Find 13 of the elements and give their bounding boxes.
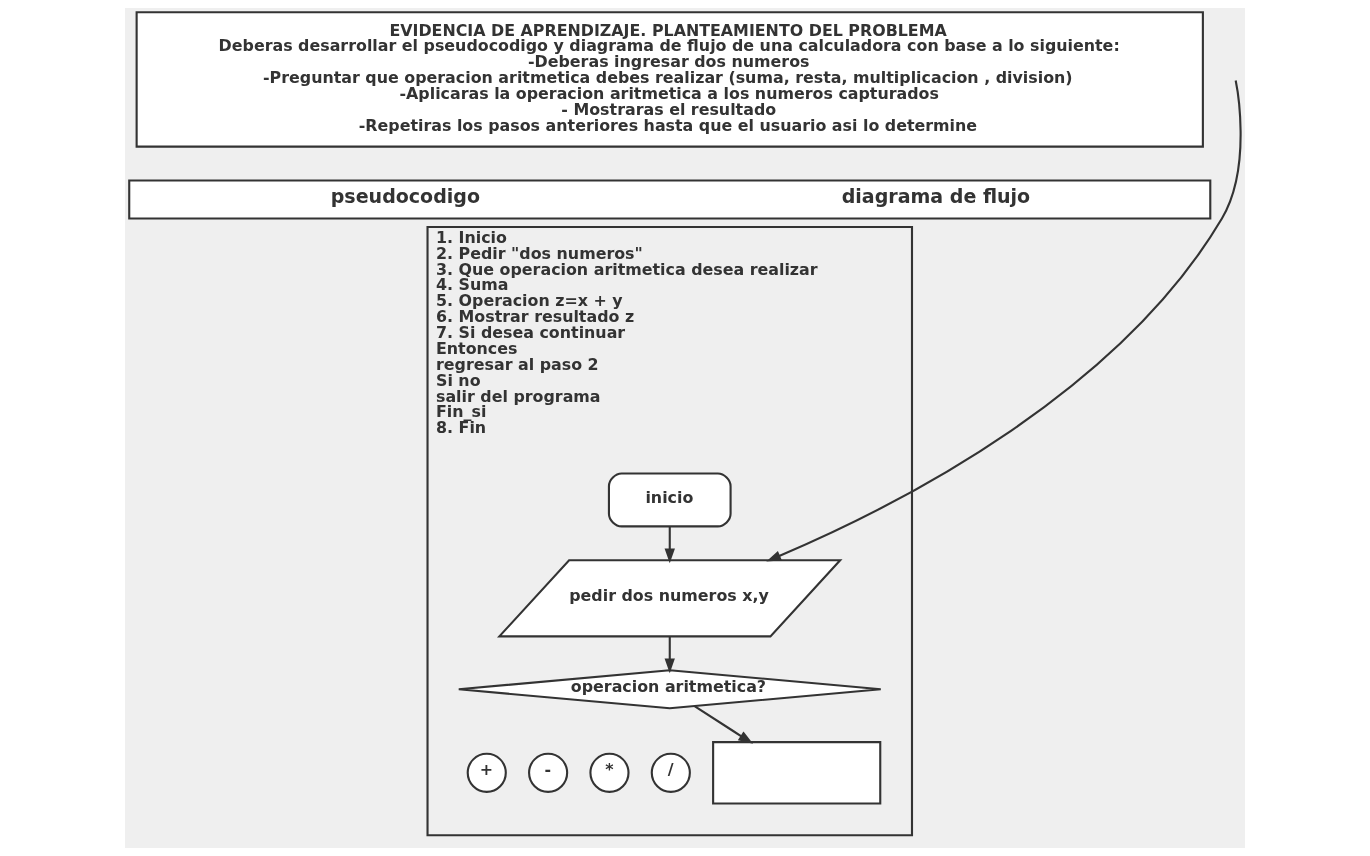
- node-circle: *: [589, 752, 630, 793]
- node-diamond: operacion aritmetica?: [457, 669, 882, 710]
- node-circle: -: [528, 752, 569, 793]
- node-box: EVIDENCIA DE APRENDIZAJE. PLANTEAMIENTO DEL PROBLEMA Deberas desarrollar el pseudocodigo y diagrama de flujo de una calculadora con base a lo siguiente: -Deberas ingresar dos numeros -Preguntar que operacion aritmetica debes realizar (suma, resta, multiplicacion , division) -Aplicaras la operacion aritmetica a los numeros capturados - Mostraras el resultado -Repetiras los pasos anteriores hasta que el usuario asi lo determine: [135, 11, 1204, 148]
- node-box: [712, 741, 882, 805]
- node-box: inicio: [607, 472, 732, 528]
- node-circle: +: [466, 752, 507, 793]
- arrow: [664, 636, 675, 674]
- arrow: [664, 526, 675, 564]
- node-circle: /: [650, 752, 691, 793]
- node-box: pseudocodigo diagrama de flujo: [128, 179, 1212, 220]
- arrow: [766, 80, 1242, 562]
- arrow: [693, 705, 754, 744]
